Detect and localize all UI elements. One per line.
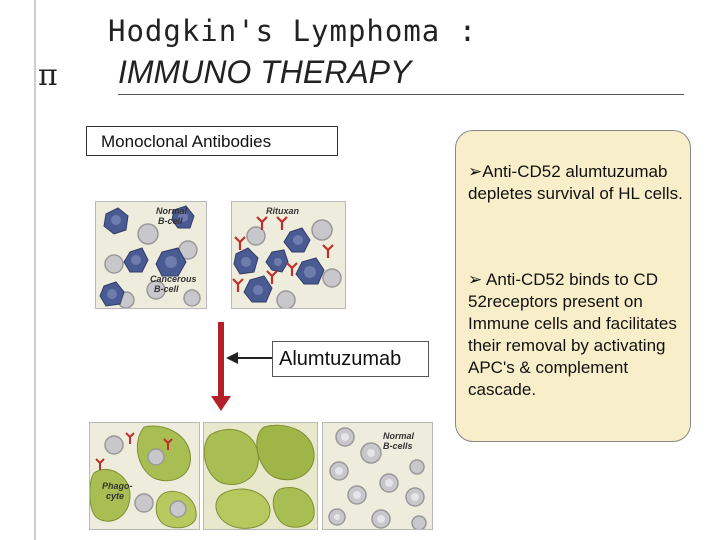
alumtuzumab-label-box: Alumtuzumab	[272, 341, 429, 377]
left-accent-line	[34, 0, 36, 540]
figure-panel-normal-b-cells: Normal B-cells	[322, 422, 433, 530]
label-normal-cells: Normal	[383, 431, 415, 441]
label-b-cell: B-cell	[158, 216, 183, 226]
figure-panel-phagocyte: Phago- cyte	[89, 422, 200, 530]
left-accent-bar	[0, 0, 80, 540]
callout-point-2: ➢ Anti-CD52 binds to CD 52receptors pres…	[468, 270, 677, 399]
label-phago: Phago-	[102, 481, 133, 491]
figure-panel-engulfment	[203, 422, 318, 530]
callout-point-1: ➢Anti-CD52 alumtuzumab depletes survival…	[468, 162, 683, 203]
label-normal: Normal	[156, 206, 188, 216]
label-cancerous: Cancerous	[150, 274, 197, 284]
pi-symbol: π	[38, 58, 58, 93]
alumtuzumab-label: Alumtuzumab	[279, 348, 402, 370]
section-label: Monoclonal Antibodies	[101, 132, 272, 151]
label-rituxan: Rituxan	[266, 206, 300, 216]
label-cancer-b-cell: B-cell	[154, 284, 179, 294]
figure-panel-normal-cancerous-cells: Normal B-cell Cancerous B-cell	[95, 201, 207, 309]
red-down-arrow	[211, 322, 231, 411]
black-left-arrow	[226, 352, 274, 364]
callout-box: ➢Anti-CD52 alumtuzumab depletes survival…	[455, 130, 691, 442]
section-label-box: Monoclonal Antibodies	[86, 126, 338, 156]
label-b-cells: B-cells	[383, 441, 413, 451]
slide-subtitle: IMMUNO THERAPY	[118, 54, 412, 90]
figure-panel-rituxan: Rituxan	[231, 201, 346, 309]
title-underline	[118, 94, 684, 95]
slide-title: Hodgkin's Lymphoma :	[108, 14, 478, 48]
label-cyte: cyte	[106, 491, 124, 501]
